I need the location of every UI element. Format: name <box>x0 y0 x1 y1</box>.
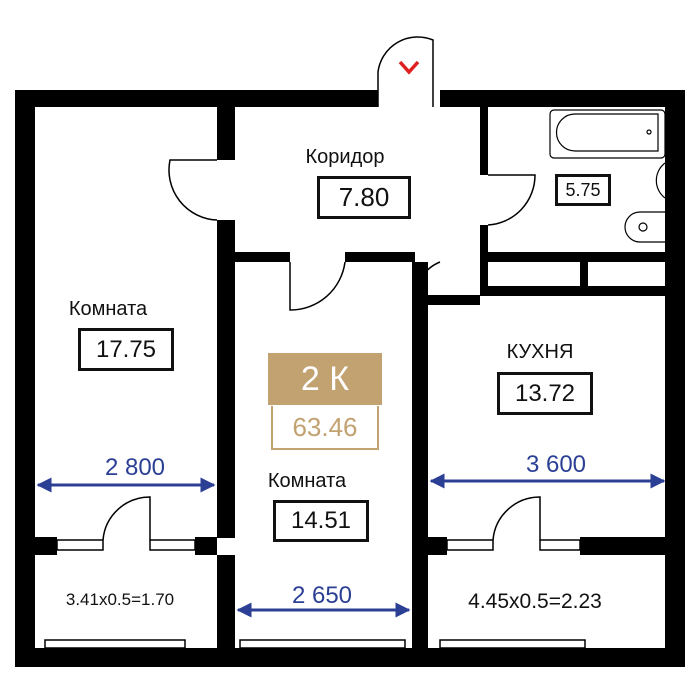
entrance-marker-icon <box>398 60 420 75</box>
apartment-type-badge: 2 К <box>268 353 382 405</box>
room-middle-area: 14.51 <box>273 500 369 542</box>
dimension-left-width: 2 800 <box>104 454 166 481</box>
dimension-kitchen-width: 3 600 <box>525 451 587 478</box>
room-left-area: 17.75 <box>78 328 174 371</box>
kitchen-area: 13.72 <box>497 372 593 415</box>
bathroom-fixtures <box>549 109 666 243</box>
toilet-icon <box>624 211 665 243</box>
bathroom-area: 5.75 <box>555 174 611 206</box>
apartment-total-area: 63.46 <box>271 406 379 450</box>
dimension-middle-width: 2 650 <box>291 582 353 609</box>
corridor-area: 7.80 <box>317 176 411 219</box>
walls <box>15 90 685 667</box>
balcony-right-area: 4.45x0.5=2.23 <box>468 590 602 613</box>
sink-icon <box>655 162 666 199</box>
doors <box>44 36 586 649</box>
corridor-label: Коридор <box>305 146 385 168</box>
balcony-left-area: 3.41x0.5=1.70 <box>65 590 175 609</box>
bathtub-icon <box>549 109 666 159</box>
room-middle-label: Комната <box>267 470 347 492</box>
room-left-label: Комната <box>68 298 148 320</box>
kitchen-label: КУХНЯ <box>506 341 574 363</box>
dimension-arrows <box>36 473 666 618</box>
